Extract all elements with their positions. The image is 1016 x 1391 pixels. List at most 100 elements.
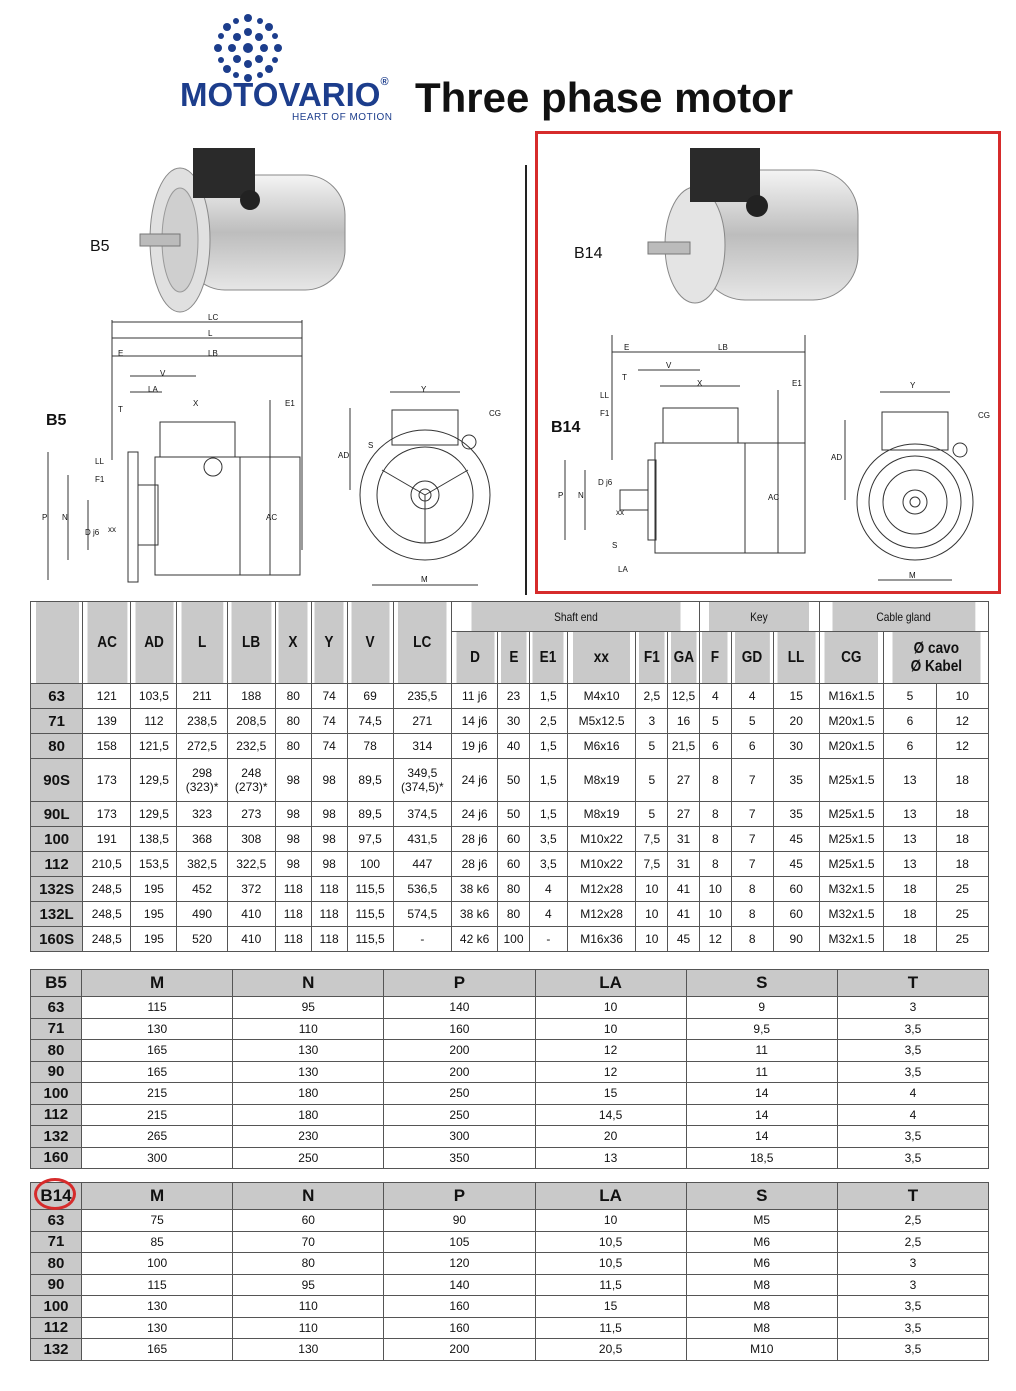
col-lc: LC bbox=[397, 601, 448, 684]
table-cell: 38 k6 bbox=[451, 901, 499, 927]
table-cell: 90 bbox=[772, 926, 820, 952]
table-cell: 70 bbox=[232, 1230, 385, 1253]
table-cell: 248,5 bbox=[82, 901, 132, 927]
col-cg: CG bbox=[823, 631, 880, 684]
table-cell: 60 bbox=[497, 826, 530, 852]
table-cell: M6 bbox=[685, 1252, 838, 1275]
svg-text:E: E bbox=[624, 343, 629, 352]
table-cell: M25x1.5 bbox=[818, 758, 885, 802]
table-cell: 272,5 bbox=[176, 733, 228, 759]
corner-cell bbox=[33, 601, 80, 684]
col-lb: LB bbox=[230, 601, 273, 684]
table-cell: 273 bbox=[226, 801, 276, 827]
row-size-cell: 100 bbox=[29, 1082, 83, 1105]
col-header: S bbox=[685, 969, 838, 997]
table-cell: 1,5 bbox=[528, 758, 568, 802]
table-cell: 11,5 bbox=[534, 1273, 687, 1296]
table-cell: 18,5 bbox=[685, 1146, 838, 1169]
table-cell: 69 bbox=[346, 683, 394, 709]
table-cell: 250 bbox=[232, 1146, 385, 1169]
table-cell: 40 bbox=[497, 733, 530, 759]
table-cell: 4 bbox=[698, 683, 732, 709]
table-cell: 10,5 bbox=[534, 1230, 687, 1253]
table-cell: M8 bbox=[685, 1295, 838, 1318]
table-cell: 115,5 bbox=[346, 876, 394, 902]
table-cell: 98 bbox=[274, 801, 312, 827]
table-cell: M6 bbox=[685, 1230, 838, 1253]
table-cell: 20 bbox=[534, 1125, 687, 1148]
table-cell: 180 bbox=[232, 1103, 385, 1126]
table-cell: 130 bbox=[81, 1316, 234, 1339]
table-cell: 447 bbox=[392, 851, 453, 877]
table-cell: 6 bbox=[883, 733, 937, 759]
table-cell: 105 bbox=[383, 1230, 536, 1253]
table-cell: 215 bbox=[81, 1103, 234, 1126]
table-cell: 235,5 bbox=[392, 683, 453, 709]
svg-text:M: M bbox=[421, 575, 428, 584]
table-cell: 8 bbox=[698, 826, 732, 852]
table-cell: 30 bbox=[772, 733, 820, 759]
table-cell: 42 k6 bbox=[451, 926, 499, 952]
svg-text:AC: AC bbox=[266, 513, 277, 522]
table-cell: 14 j6 bbox=[451, 708, 499, 734]
table-cell: 18 bbox=[935, 851, 990, 877]
table-cell: 41 bbox=[667, 901, 700, 927]
table-cell: M32x1.5 bbox=[818, 926, 885, 952]
table-cell: 85 bbox=[81, 1230, 234, 1253]
row-size-cell: 112 bbox=[29, 851, 84, 877]
table-cell: 3 bbox=[635, 708, 669, 734]
table-cell: M6x16 bbox=[566, 733, 637, 759]
table-cell: 50 bbox=[497, 801, 530, 827]
row-size-cell: 80 bbox=[29, 1252, 83, 1275]
table-cell: 110 bbox=[232, 1017, 385, 1040]
table-cell: 520 bbox=[176, 926, 228, 952]
col-l: L bbox=[180, 601, 224, 684]
table-cell: 27 bbox=[667, 758, 700, 802]
table-cell: 7,5 bbox=[635, 851, 669, 877]
table-cell: 35 bbox=[772, 758, 820, 802]
motovario-logo-icon bbox=[214, 14, 282, 82]
svg-text:L: L bbox=[208, 329, 213, 338]
table-cell: 95 bbox=[232, 1273, 385, 1296]
table-cell: M12x28 bbox=[566, 901, 637, 927]
table-cell: 9 bbox=[685, 996, 838, 1019]
table-cell: 3,5 bbox=[836, 1338, 990, 1361]
table-cell: 160 bbox=[383, 1316, 536, 1339]
table-cell: 121 bbox=[82, 683, 132, 709]
group-cable-gland: Cable gland bbox=[831, 601, 977, 632]
row-size-cell: 160 bbox=[29, 1146, 83, 1169]
svg-text:AC: AC bbox=[768, 493, 779, 502]
table-cell: M20x1.5 bbox=[818, 708, 885, 734]
svg-text:T: T bbox=[118, 405, 123, 414]
table-cell: 10 bbox=[534, 996, 687, 1019]
table-cell: 31 bbox=[667, 851, 700, 877]
svg-text:LC: LC bbox=[208, 313, 218, 322]
table-cell: 30 bbox=[497, 708, 530, 734]
table-cell: M32x1.5 bbox=[818, 901, 885, 927]
table-cell: 41 bbox=[667, 876, 700, 902]
table-cell: 118 bbox=[274, 901, 312, 927]
table-cell: 89,5 bbox=[346, 758, 394, 802]
table-cell: 4 bbox=[836, 1103, 990, 1126]
table-cell: 98 bbox=[274, 826, 312, 852]
table-cell: 23 bbox=[497, 683, 530, 709]
table-cell: 191 bbox=[82, 826, 132, 852]
table-cell: 115 bbox=[81, 1273, 234, 1296]
table-cell: 98 bbox=[310, 801, 348, 827]
col-header: S bbox=[685, 1182, 838, 1210]
b14-photo-label: B14 bbox=[574, 245, 603, 262]
b14-motor-photo bbox=[647, 148, 859, 304]
brand-tagline: HEART OF MOTION bbox=[292, 112, 393, 123]
table-cell: 5 bbox=[635, 758, 669, 802]
svg-text:X: X bbox=[697, 379, 703, 388]
table-cell: 7 bbox=[730, 826, 774, 852]
table-cell: 200 bbox=[383, 1060, 536, 1083]
table-cell: 139 bbox=[82, 708, 132, 734]
